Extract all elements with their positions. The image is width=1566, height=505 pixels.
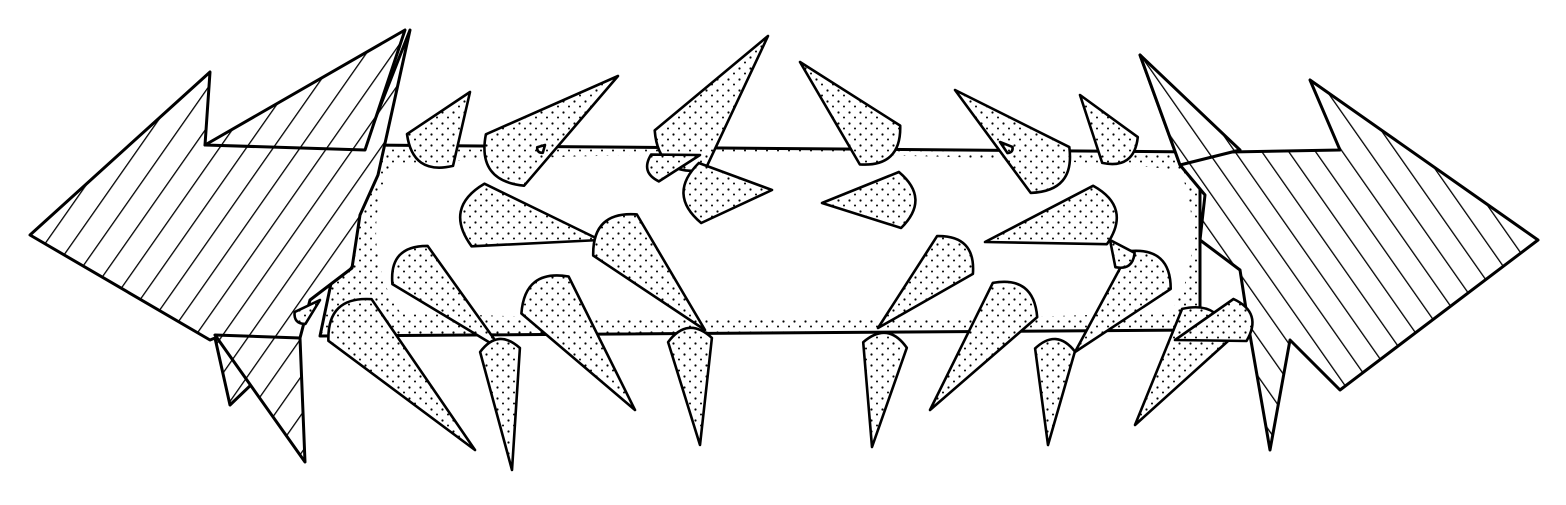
stippled-spike bbox=[1108, 238, 1136, 270]
stippled-spike bbox=[1078, 93, 1140, 166]
stippled-spike bbox=[666, 326, 714, 447]
band-inner-clearing bbox=[376, 154, 1193, 320]
stippled-spike bbox=[405, 90, 472, 169]
stippled-spike bbox=[682, 161, 774, 225]
right-arrow-upper-spike bbox=[1138, 53, 1242, 167]
stippled-spike bbox=[820, 170, 917, 230]
stippled-spike bbox=[876, 234, 975, 330]
stippled-spike bbox=[458, 182, 602, 248]
left-arrow-lower-spike bbox=[213, 333, 307, 464]
stippled-spike bbox=[983, 184, 1118, 246]
spike-group bbox=[293, 34, 1254, 472]
stippled-spike bbox=[478, 337, 522, 472]
stippled-spike bbox=[998, 140, 1014, 155]
stippled-spike bbox=[483, 74, 620, 187]
stippled-spike bbox=[953, 88, 1072, 195]
stippled-spike bbox=[520, 274, 637, 412]
stippled-spike bbox=[798, 60, 902, 166]
stippled-spike bbox=[327, 297, 477, 452]
stippled-spike bbox=[591, 212, 707, 332]
stippled-spike bbox=[293, 298, 322, 326]
stippled-spike bbox=[1173, 297, 1254, 343]
stippled-spike bbox=[1033, 337, 1077, 447]
stippled-spike bbox=[928, 280, 1039, 412]
left-arrow-upper-spike bbox=[203, 28, 407, 152]
right-arrow bbox=[1138, 53, 1540, 452]
stippled-spike bbox=[535, 143, 547, 155]
stippled-spike bbox=[645, 153, 702, 183]
stippled-spike bbox=[861, 331, 909, 449]
stippled-spike bbox=[390, 244, 504, 352]
